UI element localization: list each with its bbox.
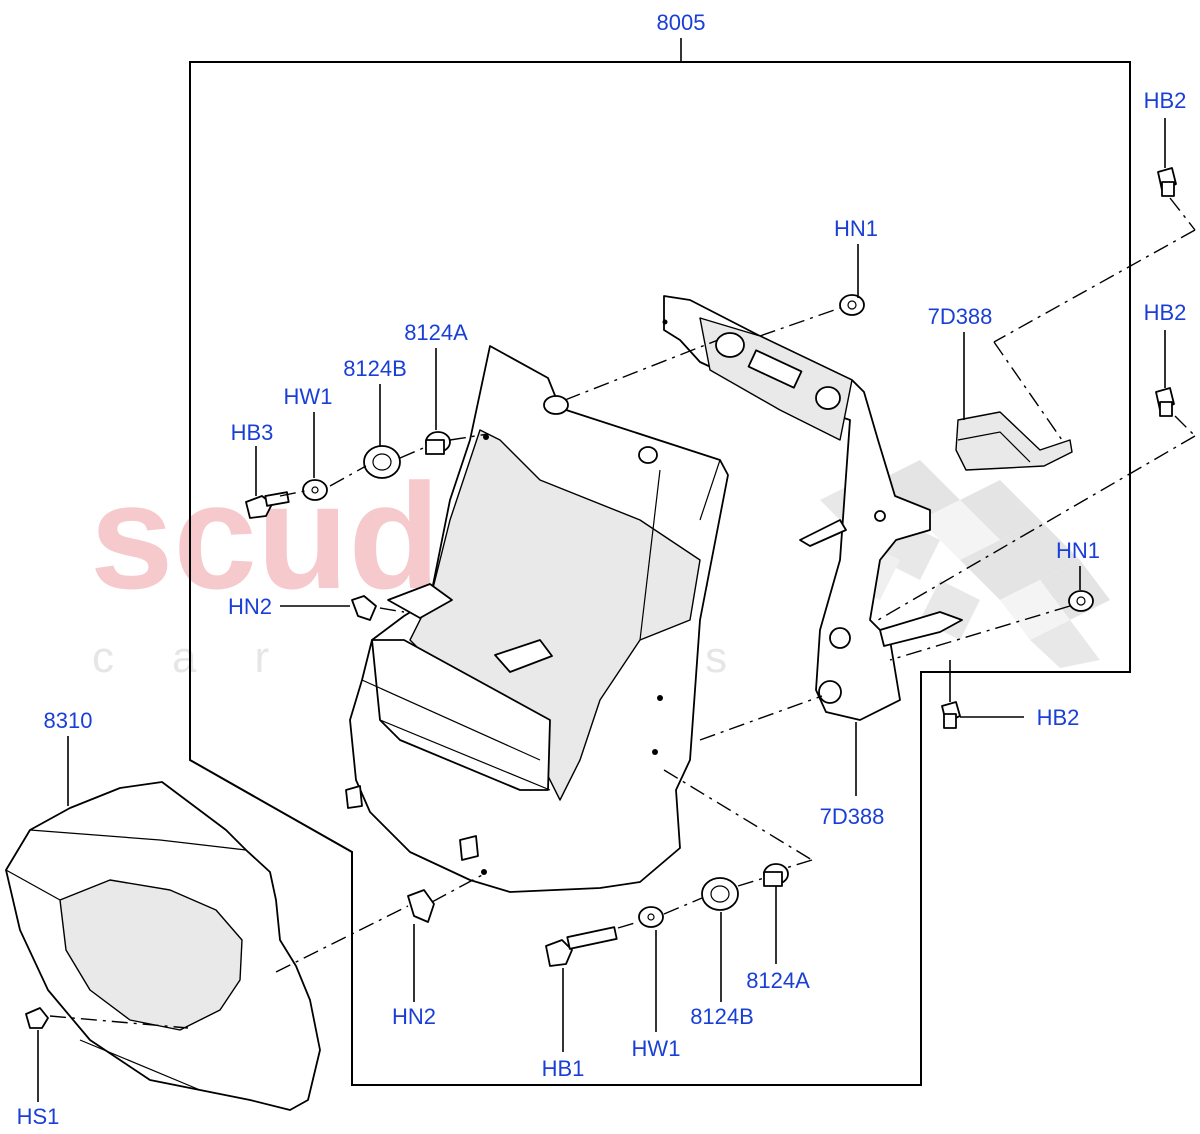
label-8310: 8310 xyxy=(44,708,93,733)
washer-hw1-top xyxy=(302,479,328,501)
nut-hn1-top xyxy=(839,294,865,316)
fastener-hb2-mid xyxy=(1155,387,1175,417)
spacer-8124a-top xyxy=(425,431,451,455)
leader-lines xyxy=(37,118,1166,1102)
grommet-8124b-bottom xyxy=(701,877,739,911)
insulator-8310 xyxy=(5,781,321,1111)
bracket-7d388-main xyxy=(662,295,963,721)
nut-hn1-right xyxy=(1068,590,1094,612)
label-hn2-bottom: HN2 xyxy=(392,1004,436,1029)
air-duct-part xyxy=(345,345,729,893)
label-7d388-top: 7D388 xyxy=(928,304,993,329)
screw-hs1 xyxy=(25,1007,49,1029)
bracket-7d388-small xyxy=(955,411,1073,471)
label-8124b-top: 8124B xyxy=(343,356,407,381)
assembly-frame-8005 xyxy=(189,61,1131,1086)
callout-labels: 8005 HB2 HN1 7D388 HB2 8124A 8124B HW1 H… xyxy=(17,10,1187,1129)
fastener-hb2-top xyxy=(1157,167,1177,197)
label-hw1-bottom: HW1 xyxy=(632,1036,681,1061)
bolt-hb1 xyxy=(545,926,618,967)
clip-hn2-top xyxy=(351,595,377,621)
spacer-8124a-bottom xyxy=(763,863,789,887)
label-hb2-bottom: HB2 xyxy=(1037,705,1080,730)
clip-hn2-bottom xyxy=(407,889,435,923)
label-hs1: HS1 xyxy=(17,1104,60,1129)
fastener-hb2-bottom xyxy=(941,701,961,729)
washer-hw1-bottom xyxy=(638,906,664,928)
label-hb3: HB3 xyxy=(231,420,274,445)
label-7d388-bottom: 7D388 xyxy=(820,804,885,829)
label-hb1: HB1 xyxy=(542,1056,585,1081)
label-8005: 8005 xyxy=(657,10,706,35)
label-8124a-top: 8124A xyxy=(404,320,468,345)
label-8124a-bottom: 8124A xyxy=(746,968,810,993)
label-hn1-top: HN1 xyxy=(834,216,878,241)
label-hw1-top: HW1 xyxy=(284,384,333,409)
assembly-lines xyxy=(49,197,1196,1029)
label-hb2-mid: HB2 xyxy=(1144,300,1187,325)
label-8124b-bottom: 8124B xyxy=(690,1004,754,1029)
label-hn1-right: HN1 xyxy=(1056,538,1100,563)
label-hn2-top: HN2 xyxy=(228,594,272,619)
grommet-8124b-top xyxy=(363,445,401,479)
label-hb2-top: HB2 xyxy=(1144,88,1187,113)
